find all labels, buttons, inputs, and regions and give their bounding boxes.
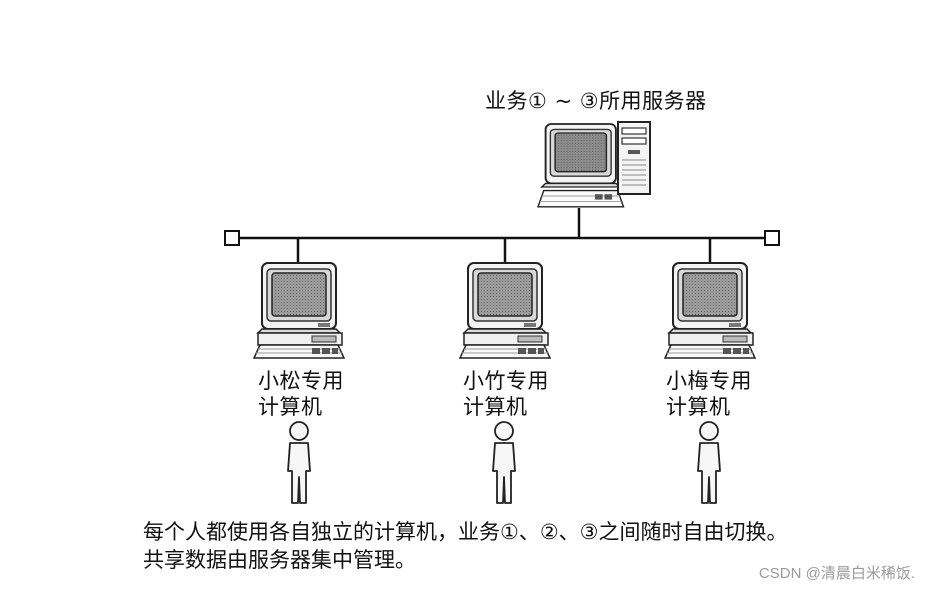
computer-icon-1 bbox=[253, 262, 345, 359]
computer-name-line2: 计算机 bbox=[258, 395, 323, 419]
computer-name-line2: 计算机 bbox=[463, 395, 528, 419]
watermark: CSDN @清晨白米稀饭. bbox=[758, 565, 915, 582]
computer-label-3: 小梅专用 计算机 bbox=[666, 368, 786, 420]
person-icon-2 bbox=[492, 421, 516, 504]
bus-terminator-left bbox=[224, 230, 240, 246]
computer-name-line1: 小梅专用 bbox=[666, 369, 752, 393]
caption-line-2: 共享数据由服务器集中管理。 bbox=[143, 548, 416, 572]
server-computer-icon bbox=[537, 121, 651, 208]
computer-name-line1: 小松专用 bbox=[258, 369, 344, 393]
server-label: 业务① ~ ③所用服务器 bbox=[485, 89, 707, 113]
person-icon-3 bbox=[697, 421, 721, 504]
computer-label-2: 小竹专用 计算机 bbox=[463, 368, 583, 420]
bus-terminator-right bbox=[764, 230, 780, 246]
diagram-caption: 每个人都使用各自独立的计算机，业务①、②、③之间随时自由切换。 共享数据由服务器… bbox=[143, 518, 787, 574]
computer-icon-3 bbox=[664, 262, 756, 359]
computer-name-line1: 小竹专用 bbox=[463, 369, 549, 393]
computer-icon-2 bbox=[459, 262, 551, 359]
computer-label-1: 小松专用 计算机 bbox=[258, 368, 378, 420]
caption-line-1: 每个人都使用各自独立的计算机，业务①、②、③之间随时自由切换。 bbox=[143, 520, 788, 544]
computer-name-line2: 计算机 bbox=[666, 395, 731, 419]
person-icon-1 bbox=[287, 421, 311, 504]
server-tower-icon bbox=[617, 121, 651, 195]
